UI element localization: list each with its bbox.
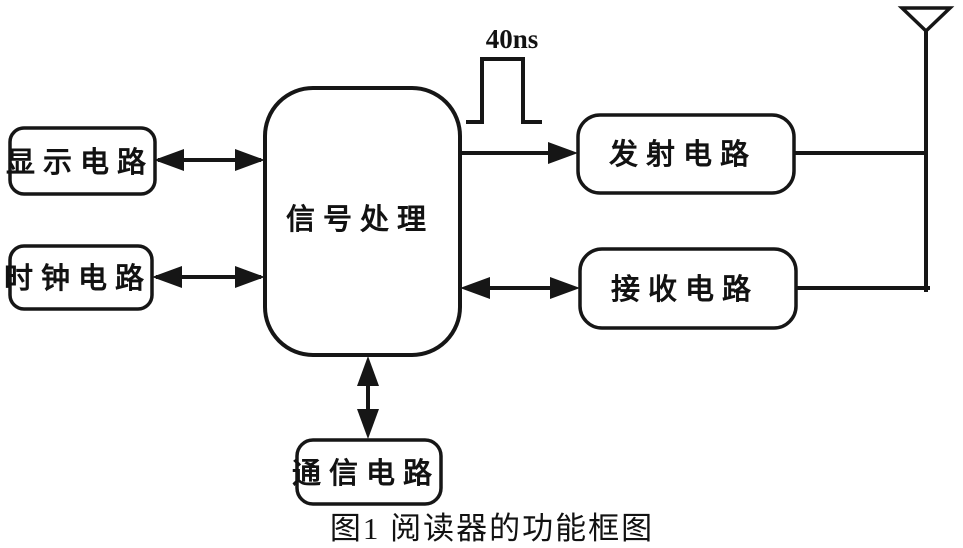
node-receive-circuit-label: 接收电路: [611, 273, 759, 306]
arrow-signal-communication: [357, 356, 379, 439]
arrow-signal-transmit: [458, 142, 578, 164]
node-communication-circuit-label: 通信电路: [292, 457, 440, 490]
antenna-icon: [897, 6, 955, 292]
arrow-clock-signal: [152, 266, 265, 288]
node-transmit-circuit-label: 发射电路: [608, 138, 757, 171]
node-clock-circuit-label: 时钟电路: [4, 262, 152, 295]
arrow-signal-receive: [460, 277, 580, 299]
node-display-circuit: [8, 126, 157, 196]
node-receive-circuit: [578, 247, 798, 330]
figure-caption: 图1 阅读器的功能框图: [330, 511, 654, 546]
node-communication-circuit: [295, 438, 443, 506]
node-clock-circuit: [8, 244, 154, 311]
arrow-display-signal: [154, 149, 265, 171]
node-transmit-circuit: [576, 113, 796, 195]
node-display-circuit-label: 显示电路: [6, 146, 154, 179]
node-signal-processing-label: 信号处理: [286, 203, 434, 236]
pulse-label: 40ns: [486, 24, 539, 54]
node-signal-processing: [263, 86, 462, 357]
pulse-waveform: [466, 57, 542, 124]
